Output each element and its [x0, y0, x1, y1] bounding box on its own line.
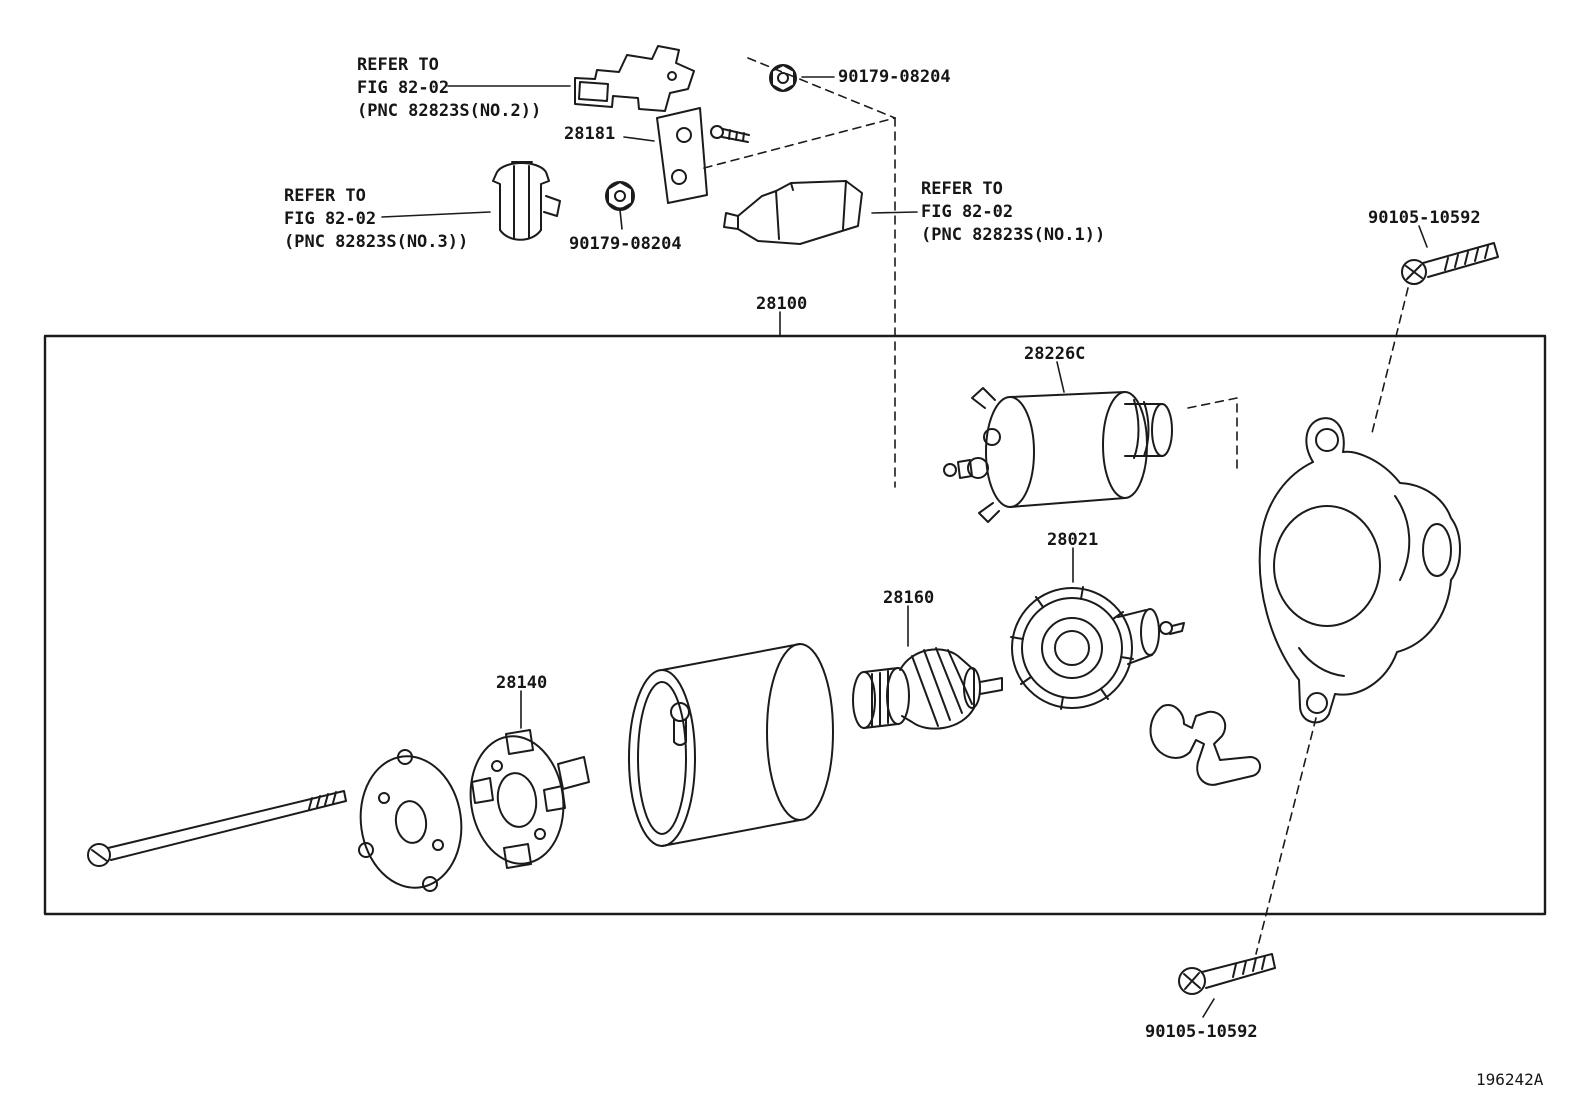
figure-code: 196242A	[1476, 1070, 1544, 1089]
end-plate-drawing	[358, 749, 463, 892]
holder-no3-drawing	[492, 161, 561, 241]
field-frame-drawing	[628, 643, 834, 847]
reference-note-line: REFER TO	[284, 186, 366, 206]
reference-note-line: (PNC 82823S(NO.2))	[357, 101, 542, 121]
part-label-90105-10592-top[interactable]: 90105-10592	[1368, 208, 1481, 228]
nut-90179-top-drawing	[769, 64, 797, 92]
bolt-90105-bottom-drawing	[1178, 953, 1276, 995]
drive-housing-drawing	[1258, 417, 1461, 724]
part-label-28226C[interactable]: 28226C	[1024, 344, 1086, 364]
reference-note-line: FIG 82-02	[921, 202, 1014, 222]
part-label-90105-10592-bottom[interactable]: 90105-10592	[1145, 1022, 1258, 1042]
part-label-90179-08204-top[interactable]: 90179-08204	[838, 67, 951, 87]
reference-note-no1: REFER TO FIG 82-02 (PNC 82823S(NO.1))	[921, 178, 1105, 247]
part-label-28140[interactable]: 28140	[496, 673, 548, 693]
brush-holder-28140-drawing	[469, 729, 590, 869]
reference-note-line: (PNC 82823S(NO.3))	[284, 232, 469, 252]
assembly-boundary-box	[43, 334, 1547, 916]
part-label-90179-08204-mid[interactable]: 90179-08204	[569, 234, 682, 254]
nut-90179-mid-drawing	[605, 181, 635, 211]
cover-no1-drawing	[723, 180, 863, 245]
reference-note-no3: REFER TO FIG 82-02 (PNC 82823S(NO.3))	[284, 185, 468, 254]
reference-note-line: (PNC 82823S(NO.1))	[921, 225, 1106, 245]
bracket-28181-drawing	[656, 107, 750, 204]
clutch-28021-drawing	[1010, 586, 1185, 710]
reference-note-line: FIG 82-02	[284, 209, 377, 229]
engagement-fork-drawing	[1149, 704, 1261, 786]
part-label-28181[interactable]: 28181	[564, 124, 616, 144]
part-label-28160[interactable]: 28160	[883, 588, 935, 608]
through-bolt-drawing	[87, 790, 347, 867]
reference-note-no2: REFER TO FIG 82-02 (PNC 82823S(NO.2))	[357, 54, 541, 123]
reference-note-line: FIG 82-02	[357, 78, 450, 98]
bolt-90105-top-drawing	[1401, 242, 1499, 285]
alignment-dashed-lines	[703, 57, 1409, 955]
terminal-bracket-drawing	[574, 45, 695, 112]
reference-note-line: REFER TO	[357, 55, 439, 75]
reference-note-line: REFER TO	[921, 179, 1003, 199]
part-label-28021[interactable]: 28021	[1047, 530, 1099, 550]
leader-lines	[381, 76, 1428, 1018]
drive-pinion-28160-drawing	[852, 647, 1003, 730]
part-label-28100[interactable]: 28100	[756, 294, 808, 314]
magnetic-switch-28226c-drawing	[943, 387, 1173, 523]
